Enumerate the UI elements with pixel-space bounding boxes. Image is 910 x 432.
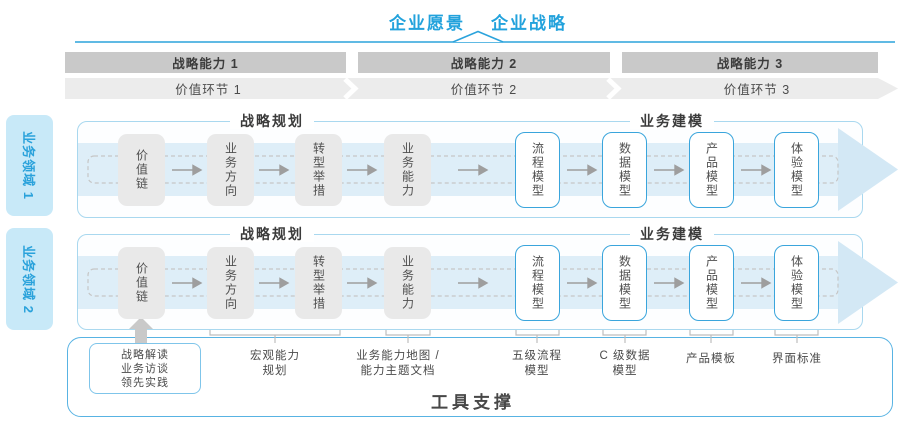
modeling-title-row2: 业务建模: [630, 227, 714, 242]
practice-line: 业务访谈: [121, 362, 169, 375]
annotation-product-template: 产品模板: [686, 353, 736, 365]
capability-bar-2: 战略能力 2: [358, 52, 610, 73]
value-link-1: 价值环节 1: [175, 83, 242, 97]
flow-box-transformation: 转型举措: [295, 247, 342, 319]
domain-label-2: 业务领域 2: [6, 228, 53, 330]
flow-box-data-model: 数据模型: [602, 245, 647, 321]
flow-box-process-model: 流程模型: [515, 245, 560, 321]
annotation-data-model: C 级数据 模型: [599, 350, 651, 377]
domain-2-lane: [77, 234, 863, 330]
flow-box-business-direction: 业务方向: [207, 134, 254, 206]
flow-box-value-chain: 价值链: [118, 247, 165, 319]
value-link-2: 价值环节 2: [450, 83, 518, 97]
header: 企业愿景 企业战略: [48, 9, 908, 34]
annotation-macro-capability: 宏观能力 规划: [250, 350, 300, 377]
planning-title-row2: 战略规划: [230, 227, 314, 242]
domain-label-1: 业务领域 1: [6, 115, 53, 216]
capability-bar-1: 战略能力 1: [65, 52, 346, 73]
practice-line: 战略解读: [121, 348, 169, 361]
flow-box-business-direction: 业务方向: [207, 247, 254, 319]
flow-box-business-capability: 业务能力: [384, 247, 431, 319]
domain-label-1-text: 业务领域 1: [21, 131, 36, 200]
planning-title-row1: 战略规划: [230, 114, 314, 129]
strategy-title: 企业战略: [491, 14, 567, 33]
practice-box: 战略解读 业务访谈 领先实践: [89, 343, 201, 394]
domain-1-lane: [77, 121, 863, 218]
annotation-ui-standard: 界面标准: [772, 353, 822, 365]
domain-label-2-text: 业务领域 2: [21, 244, 36, 314]
annotation-process-model: 五级流程 模型: [512, 350, 562, 377]
flow-box-experience-model: 体验模型: [774, 245, 819, 321]
tool-support-title: 工具支撑: [431, 393, 515, 412]
value-link-3: 价值环节 3: [723, 83, 791, 97]
flow-box-business-capability: 业务能力: [384, 134, 431, 206]
annotation-capability-map: 业务能力地图 / 能力主题文档: [356, 350, 440, 377]
flow-box-process-model: 流程模型: [515, 132, 560, 208]
practice-line: 领先实践: [121, 376, 169, 389]
value-chain-band: [65, 78, 878, 99]
flow-box-data-model: 数据模型: [602, 132, 647, 208]
flow-box-value-chain: 价值链: [118, 134, 165, 206]
flow-box-experience-model: 体验模型: [774, 132, 819, 208]
modeling-title-row1: 业务建模: [630, 114, 714, 129]
flow-box-transformation: 转型举措: [295, 134, 342, 206]
capability-bar-3: 战略能力 3: [622, 52, 878, 73]
tool-support-container: [67, 337, 893, 417]
flow-box-product-model: 产品模型: [689, 132, 734, 208]
vision-title: 企业愿景: [389, 14, 465, 33]
flow-box-product-model: 产品模型: [689, 245, 734, 321]
